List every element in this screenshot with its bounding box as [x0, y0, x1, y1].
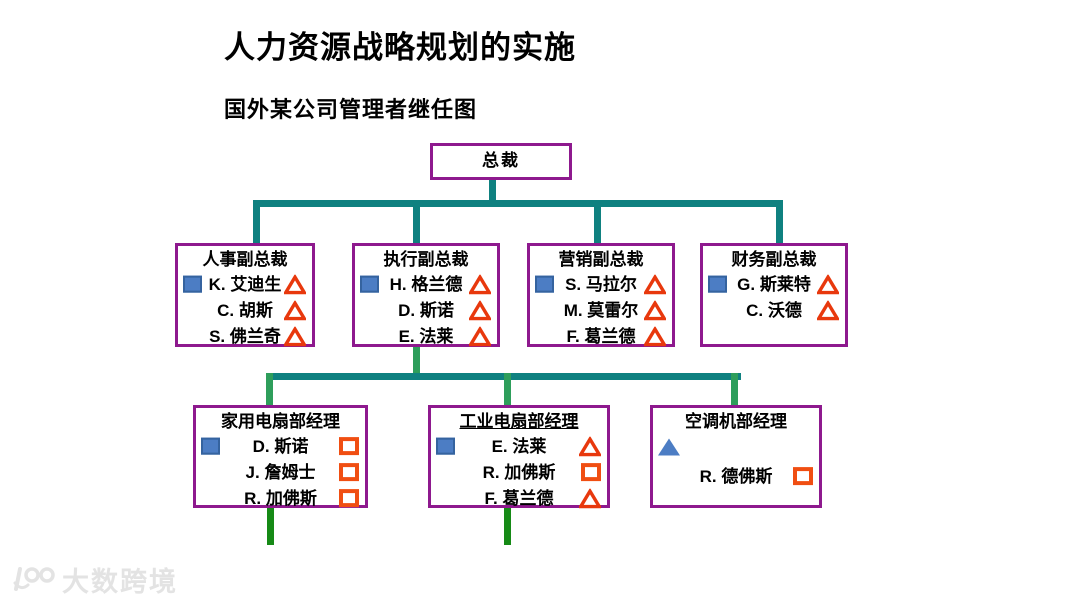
org-box-title: 执行副总裁 — [383, 250, 469, 269]
member-name: F. 葛兰德 — [566, 327, 636, 346]
orange-square-icon — [793, 467, 813, 486]
org-box-title: 家用电扇部经理 — [221, 412, 340, 431]
member-name: E. 法莱 — [491, 437, 547, 456]
blue-square-icon — [436, 437, 455, 455]
member-row: R. 加佛斯 — [431, 460, 607, 486]
member-row: C. 胡斯 — [178, 298, 312, 324]
member-row: D. 斯诺 — [355, 298, 497, 324]
org-box-marketing-vp: 营销副总裁 S. 马拉尔 M. 莫雷尔 F. 葛兰德 — [527, 243, 675, 347]
connector-drop-home-fan — [266, 373, 273, 405]
member-row: J. 詹姆士 — [196, 460, 365, 486]
watermark-logo-icon — [13, 566, 55, 591]
org-box-title: 总裁 — [482, 151, 520, 170]
connector-drop-industrial-fan — [504, 373, 511, 405]
connector-drop-exec — [413, 200, 420, 243]
red-triangle-icon — [644, 274, 666, 295]
page-subtitle: 国外某公司管理者继任图 — [224, 97, 478, 122]
member-name: G. 斯莱特 — [737, 275, 811, 294]
member-name: C. 胡斯 — [217, 301, 273, 320]
member-row: H. 格兰德 — [355, 272, 497, 298]
member-row: F. 葛兰德 — [530, 324, 672, 350]
connector-level2-horizontal — [266, 373, 741, 380]
red-triangle-icon — [817, 300, 839, 321]
connector-drop-aircon — [731, 373, 738, 405]
org-box-title: 营销副总裁 — [558, 250, 644, 269]
org-box-aircon-manager: 空调机部经理 R. 德佛斯 — [650, 405, 822, 508]
watermark-text: 大数跨境 — [62, 567, 178, 597]
member-name: D. 斯诺 — [398, 301, 454, 320]
connector-level1-horizontal — [253, 200, 783, 207]
red-triangle-icon — [644, 300, 666, 321]
blue-triangle-icon — [658, 438, 680, 456]
member-name: J. 詹姆士 — [245, 463, 316, 482]
red-triangle-icon — [579, 436, 601, 457]
member-row: S. 佛兰奇 — [178, 324, 312, 350]
member-name: S. 马拉尔 — [565, 275, 637, 294]
page-title: 人力资源战略规划的实施 — [224, 30, 576, 65]
red-triangle-icon — [284, 300, 306, 321]
connector-drop-hr — [253, 200, 260, 243]
member-name: R. 加佛斯 — [482, 463, 556, 482]
member-row: E. 法莱 — [355, 324, 497, 350]
member-row: R. 加佛斯 — [196, 486, 365, 512]
org-box-title: 工业电扇部经理 — [459, 412, 579, 431]
blue-square-icon — [183, 275, 202, 293]
org-box-finance-vp: 财务副总裁 G. 斯莱特 C. 沃德 — [700, 243, 848, 347]
member-name: K. 艾迪生 — [208, 275, 282, 294]
red-triangle-icon — [469, 326, 491, 347]
member-row: R. 德佛斯 — [653, 464, 819, 490]
orange-square-icon — [339, 463, 359, 482]
member-row: D. 斯诺 — [196, 434, 365, 460]
member-row: S. 马拉尔 — [530, 272, 672, 298]
connector-stub-home-fan — [267, 508, 274, 545]
org-box-title: 人事副总裁 — [202, 250, 288, 269]
red-triangle-icon — [284, 326, 306, 347]
org-box-title: 空调机部经理 — [685, 412, 787, 431]
member-row: M. 莫雷尔 — [530, 298, 672, 324]
member-name: R. 加佛斯 — [244, 489, 317, 508]
org-box-president: 总裁 — [430, 143, 572, 180]
red-triangle-icon — [644, 326, 666, 347]
member-name: M. 莫雷尔 — [563, 301, 639, 320]
red-triangle-icon — [817, 274, 839, 295]
orange-square-icon — [339, 437, 359, 456]
red-triangle-icon — [579, 488, 601, 509]
connector-drop-finance — [776, 200, 783, 243]
red-triangle-icon — [284, 274, 306, 295]
member-name: R. 德佛斯 — [699, 467, 773, 486]
member-name: F. 葛兰德 — [484, 489, 554, 508]
watermark: 大数跨境 — [12, 560, 178, 599]
org-box-title: 财务副总裁 — [731, 250, 817, 269]
member-row: G. 斯莱特 — [703, 272, 845, 298]
red-triangle-icon — [469, 274, 491, 295]
connector-drop-marketing — [594, 200, 601, 243]
org-box-home-fan-manager: 家用电扇部经理 D. 斯诺 J. 詹姆士 R. 加佛斯 — [193, 405, 368, 508]
org-box-hr-vp: 人事副总裁 K. 艾迪生 C. 胡斯 S. 佛兰奇 — [175, 243, 315, 347]
member-name: C. 沃德 — [746, 301, 802, 320]
blue-square-icon — [360, 275, 379, 293]
connector-root-vertical — [489, 178, 496, 204]
connector-stub-industrial-fan — [504, 508, 511, 545]
org-box-executive-vp: 执行副总裁 H. 格兰德 D. 斯诺 E. 法莱 — [352, 243, 500, 347]
member-name: D. 斯诺 — [252, 437, 309, 456]
blue-square-icon — [708, 275, 727, 293]
connector-exec-vertical — [413, 347, 420, 377]
member-row: K. 艾迪生 — [178, 272, 312, 298]
member-row — [653, 434, 819, 460]
blue-square-icon — [535, 275, 554, 293]
red-triangle-icon — [469, 300, 491, 321]
member-name: H. 格兰德 — [389, 275, 463, 294]
orange-square-icon — [339, 489, 359, 508]
org-box-industrial-fan-manager: 工业电扇部经理 E. 法莱 R. 加佛斯 F. 葛兰德 — [428, 405, 610, 509]
member-row: E. 法莱 — [431, 434, 607, 460]
member-name: S. 佛兰奇 — [209, 327, 281, 346]
member-row: F. 葛兰德 — [431, 486, 607, 512]
blue-square-icon — [201, 437, 220, 455]
orange-square-icon — [581, 463, 601, 482]
member-row: C. 沃德 — [703, 298, 845, 324]
member-name: E. 法莱 — [398, 327, 454, 346]
